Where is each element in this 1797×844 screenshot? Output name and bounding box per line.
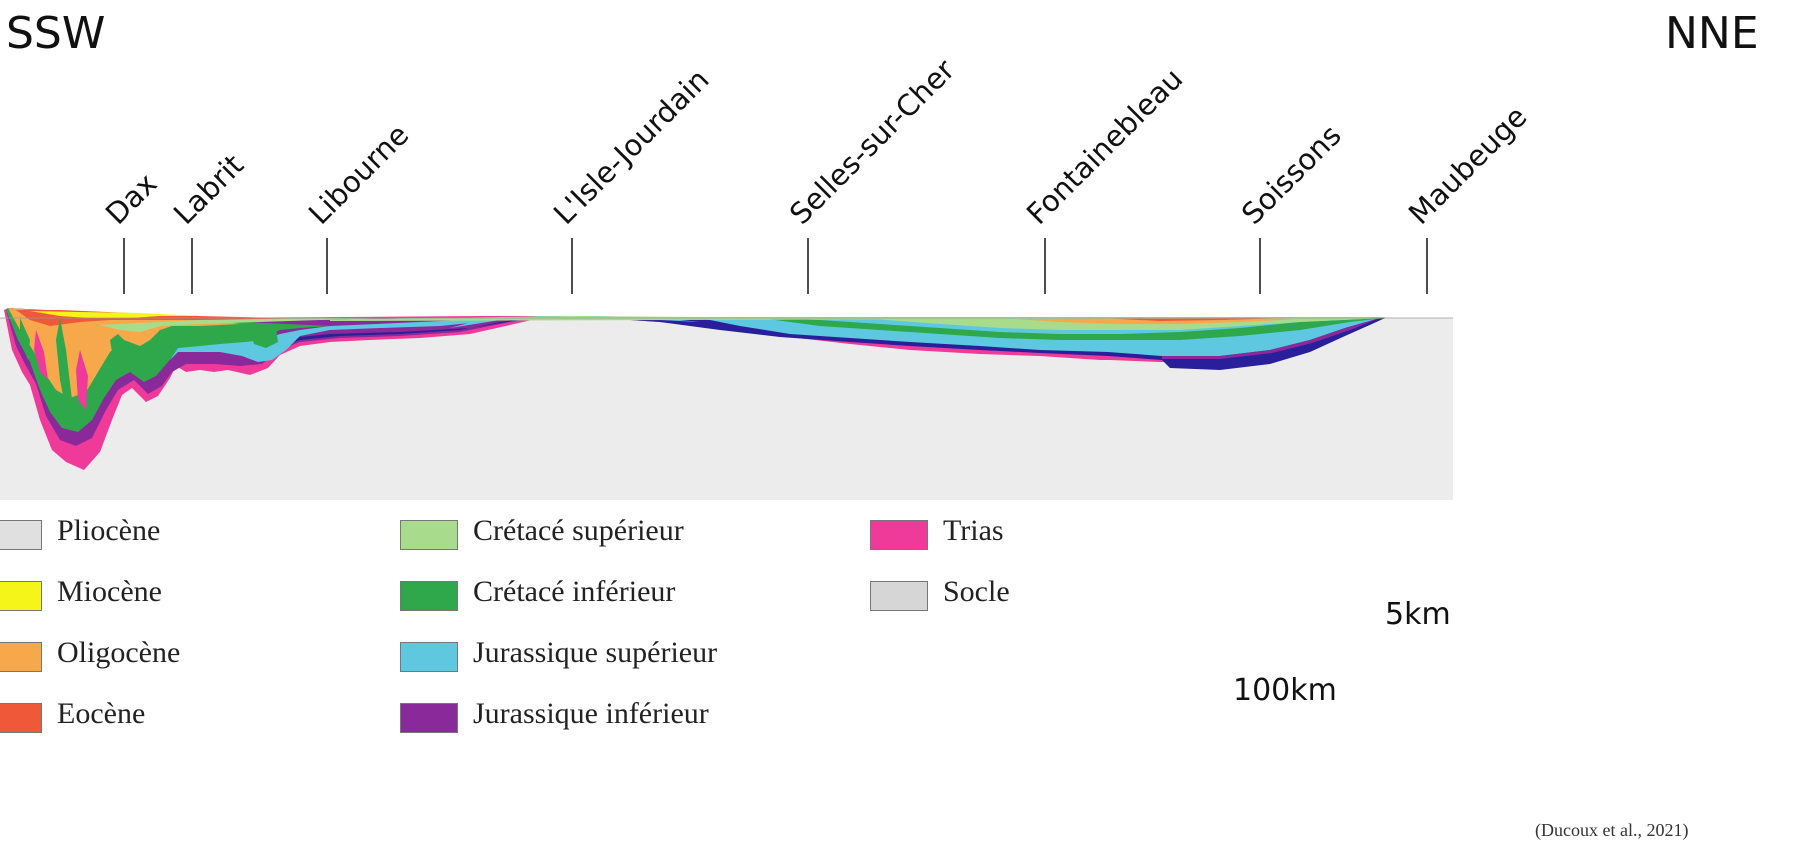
direction-right-label: NNE — [1665, 8, 1759, 59]
town-label: Fontainebleau — [1020, 61, 1189, 230]
yellow-miocene-left — [30, 311, 200, 318]
green-streak-2 — [20, 318, 30, 360]
legend-swatch — [400, 581, 458, 611]
town-label: Selles-sur-Cher — [783, 53, 961, 231]
legend-label: Socle — [943, 575, 1010, 608]
legend-swatch — [870, 520, 928, 550]
jurassic-dark-band-left — [280, 316, 545, 347]
legend-swatch — [0, 703, 42, 733]
legend-swatch — [0, 520, 42, 550]
legend-swatch — [0, 581, 42, 611]
town-label: Maubeuge — [1402, 99, 1534, 231]
legend-label: Miocène — [57, 575, 162, 608]
legend-swatch — [400, 642, 458, 672]
jurassic-upper-left — [170, 316, 545, 362]
green-pod-1 — [250, 324, 278, 348]
red-eocene-right — [1100, 318, 1290, 321]
town-label: Libourne — [302, 118, 415, 231]
legend-label: Jurassique inférieur — [473, 697, 709, 730]
legend-label: Oligocène — [57, 636, 181, 669]
legend-label: Crétacé supérieur — [473, 514, 684, 547]
scale-vertical-label: 5km — [1385, 597, 1451, 632]
town-label: L'Isle-Jourdain — [547, 62, 716, 231]
legend-label: Trias — [943, 514, 1004, 547]
green-pod-2 — [110, 334, 126, 356]
legend-label: Crétacé inférieur — [473, 575, 676, 608]
town-label: Labrit — [167, 148, 250, 231]
town-label: Soissons — [1235, 118, 1348, 231]
jurassic-lower-right-band — [1162, 318, 1380, 359]
legend-label: Pliocène — [57, 514, 161, 547]
legend-label: Jurassique supérieur — [473, 636, 718, 669]
green-streak-1 — [56, 318, 72, 410]
legend-swatch — [400, 703, 458, 733]
direction-left-label: SSW — [6, 8, 106, 59]
legend-label: Eocène — [57, 697, 146, 730]
source-citation: (Ducoux et al., 2021) — [1535, 820, 1689, 840]
light-green-cretaceous-left — [100, 318, 400, 332]
legend-swatch — [400, 520, 458, 550]
trias-streak-1 — [34, 330, 48, 380]
scale-horizontal-label: 100km — [1233, 673, 1337, 708]
green-lower-cretaceous-right — [760, 318, 1385, 340]
surface-strip — [330, 316, 1385, 321]
legend-swatch — [870, 581, 928, 611]
legend-swatch — [0, 642, 42, 672]
trias-streak-2 — [76, 350, 88, 410]
town-label: Dax — [99, 166, 164, 231]
